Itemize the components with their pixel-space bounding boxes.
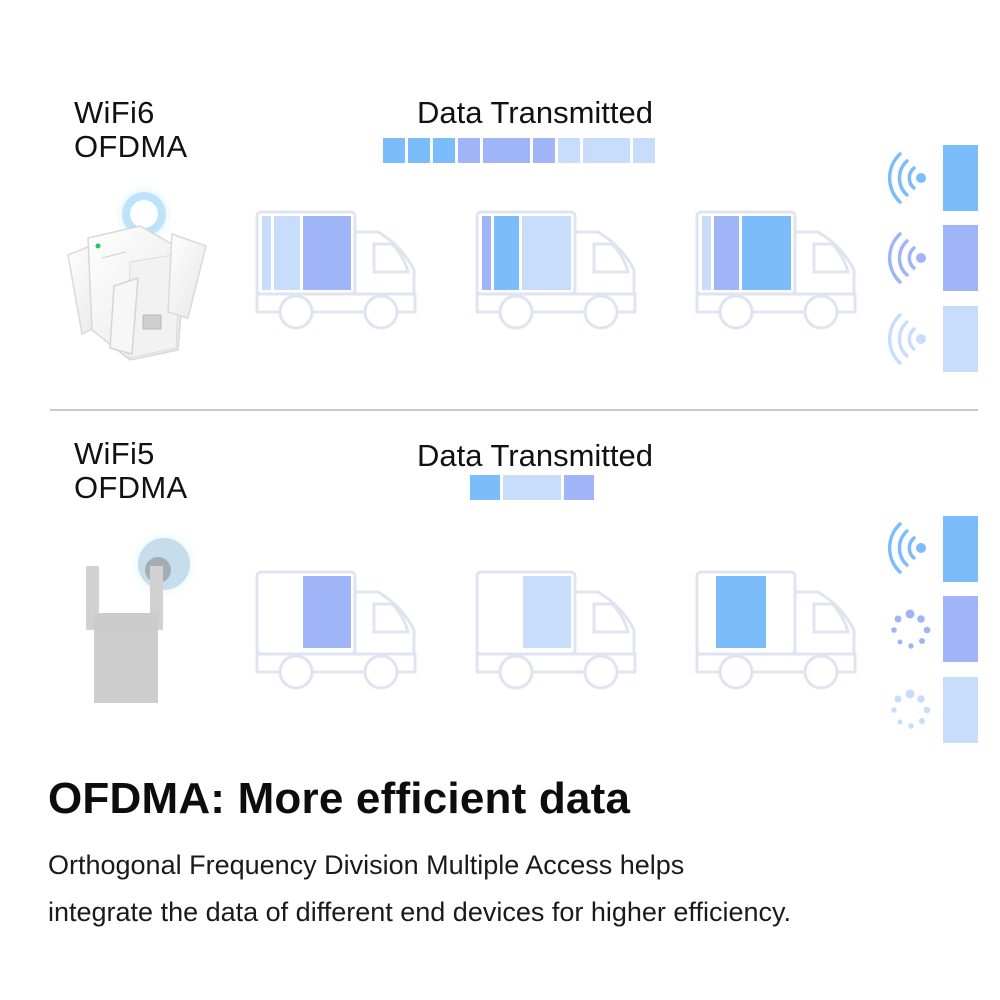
data-segment [558, 138, 580, 163]
wifi5-device-bar [943, 677, 978, 743]
cargo-block [303, 576, 351, 648]
cargo-block [262, 216, 271, 290]
data-segment [408, 138, 430, 163]
wifi5-device-bar [943, 596, 978, 662]
data-segment [470, 475, 500, 500]
wifi6-truck-2 [475, 210, 637, 330]
description-line1: Orthogonal Frequency Division Multiple A… [48, 850, 685, 880]
wifi5-signal-icon [887, 522, 926, 574]
cargo-block [742, 216, 791, 290]
wifi5-label-line2: OFDMA [74, 470, 188, 505]
wifi6-signal-icon-3 [887, 313, 926, 365]
data-segment [583, 138, 630, 163]
wifi5-truck-2 [475, 570, 637, 690]
wifi5-router-image [86, 530, 198, 703]
data-segment [483, 138, 530, 163]
wifi5-data-title: Data Transmitted [416, 438, 654, 473]
cargo-block [716, 576, 766, 648]
wifi6-device-bar [943, 145, 978, 211]
wifi6-device-bar [943, 306, 978, 372]
wifi6-data-title: Data Transmitted [416, 95, 654, 130]
cargo-block [274, 216, 300, 290]
wifi6-signal-icon-1 [887, 152, 926, 204]
description-line2: integrate the data of different end devi… [48, 897, 791, 927]
headline: OFDMA: More efficient data [48, 774, 631, 823]
cargo-block [714, 216, 739, 290]
data-segment [433, 138, 455, 163]
wifi6-device-bar [943, 225, 978, 291]
wifi5-label-line1: WiFi5 [74, 436, 155, 471]
description: Orthogonal Frequency Division Multiple A… [48, 842, 791, 936]
cargo-block [494, 216, 519, 290]
wifi6-signal-icon-2 [887, 232, 926, 284]
wifi6-truck-3 [695, 210, 857, 330]
section-divider [50, 409, 978, 411]
data-segment [458, 138, 480, 163]
wifi5-label: WiFi5 OFDMA [74, 437, 187, 505]
wifi6-data-bar [383, 138, 655, 163]
data-segment [383, 138, 405, 163]
wifi6-label-line1: WiFi6 [74, 95, 155, 130]
wifi5-device-bar [943, 516, 978, 582]
wifi6-label: WiFi6 OFDMA [74, 96, 187, 164]
wifi5-truck-1 [255, 570, 417, 690]
data-segment [503, 475, 561, 500]
cargo-block [702, 216, 711, 290]
wifi6-label-line2: OFDMA [74, 129, 188, 164]
wifi6-truck-1 [255, 210, 417, 330]
data-segment [633, 138, 655, 163]
wifi5-truck-3 [695, 570, 857, 690]
data-segment [533, 138, 555, 163]
loading-spinner-icon [891, 609, 931, 649]
cargo-block [303, 216, 351, 290]
wifi6-router-image [67, 184, 207, 361]
cargo-block [482, 216, 491, 290]
cargo-block [522, 216, 571, 290]
cargo-block [523, 576, 571, 648]
data-segment [564, 475, 594, 500]
loading-spinner-icon [891, 689, 931, 729]
wifi5-data-bar [470, 475, 594, 500]
